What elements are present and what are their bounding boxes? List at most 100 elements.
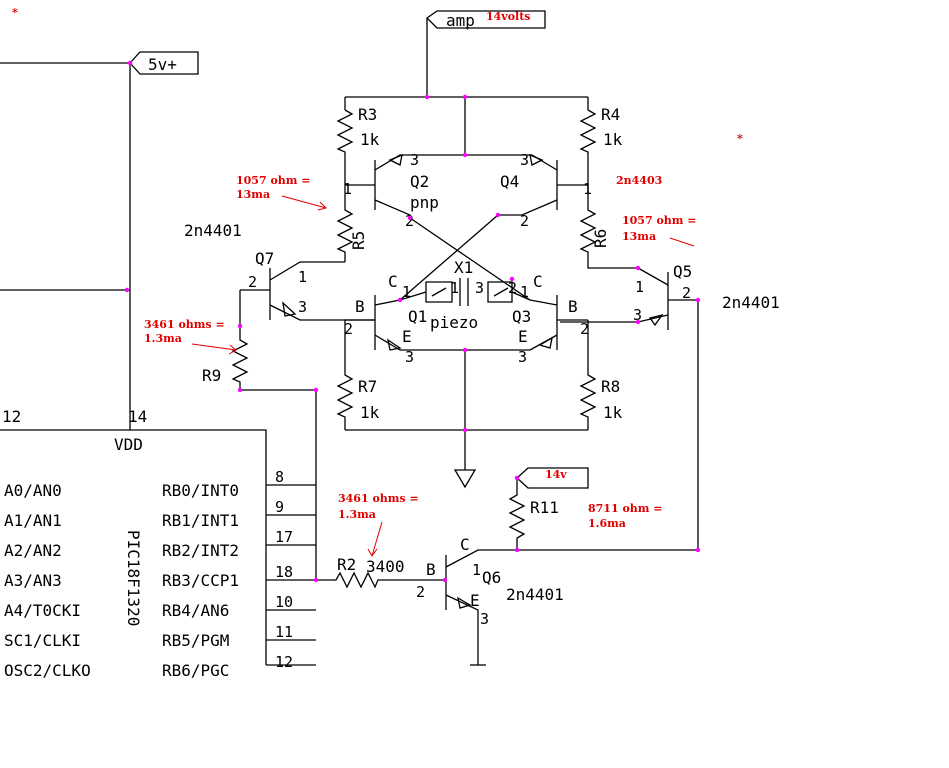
mcu-left-pin: OSC2/CLKO — [4, 661, 91, 680]
q2-pin2: 2 — [405, 212, 414, 230]
cross-coupling-wires — [399, 214, 531, 301]
mcu-part-vertical: PIC18F1320 — [124, 530, 143, 626]
q1-pin1: 1 — [402, 283, 411, 301]
ground-net — [345, 350, 588, 489]
amp-port-label: amp — [446, 11, 475, 30]
r3-resistor — [336, 109, 354, 185]
r2-value: 3400 — [366, 557, 405, 576]
q6-c-label: C — [460, 535, 470, 554]
r2-calc-line2: 1.3ma — [338, 508, 376, 521]
q1-pin2: 2 — [344, 320, 353, 338]
q3-name: Q3 — [512, 307, 531, 326]
mcu-left-pin: A3/AN3 — [4, 571, 62, 590]
piezo-pin2: 2 — [508, 279, 517, 297]
r4-name: R4 — [601, 105, 620, 124]
r6-calc-arrow — [669, 237, 695, 247]
q7-part: 2n4401 — [184, 221, 242, 240]
r2-resistor — [316, 571, 445, 589]
mcu-right-pin-name: RB5/PGM — [162, 631, 229, 650]
r6-resistor — [579, 185, 638, 269]
mcu-right-pin-name: RB3/CCP1 — [162, 571, 239, 590]
piezo-name: X1 — [454, 258, 473, 277]
mcu-left-pin: A4/T0CKI — [4, 601, 81, 620]
q4-transistor — [465, 153, 588, 216]
r9-calc-line1: 3461 ohms = — [144, 318, 225, 331]
q6-transistor — [445, 549, 698, 666]
q5-name: Q5 — [673, 262, 692, 281]
r8-value: 1k — [603, 403, 623, 422]
mcu-right-pin-name: RB4/AN6 — [162, 601, 229, 620]
r8-name: R8 — [601, 377, 620, 396]
q1-b-label: B — [355, 297, 365, 316]
r2-name: R2 — [337, 555, 356, 574]
q6-pin1: 1 — [472, 561, 481, 579]
q1-e-label: E — [402, 327, 412, 346]
mcu-right-pin-num: 11 — [275, 623, 293, 641]
q4-pin3: 3 — [520, 151, 529, 169]
q3-e-label: E — [518, 327, 528, 346]
mcu-right-pin-num: 8 — [275, 468, 284, 486]
mcu-right-pin-name: RB1/INT1 — [162, 511, 239, 530]
q5-part: 2n4401 — [722, 293, 780, 312]
q2-transistor — [345, 153, 465, 218]
r5-name: R5 — [349, 231, 368, 250]
mcu-left-pin: SC1/CLKI — [4, 631, 81, 650]
q3-pin3: 3 — [518, 348, 527, 366]
q6-pin2: 2 — [416, 583, 425, 601]
q7-name: Q7 — [255, 249, 274, 268]
r3-name: R3 — [358, 105, 377, 124]
r11-name: R11 — [530, 498, 559, 517]
mcu-left-pin: A1/AN1 — [4, 511, 62, 530]
q4-part-note: 2n4403 — [616, 174, 662, 187]
mcu-vdd-label: VDD — [114, 435, 143, 454]
r9-calc-line2: 1.3ma — [144, 332, 182, 345]
mcu-right-pin-num: 9 — [275, 498, 284, 516]
q3-transistor — [529, 295, 588, 351]
r9-name: R9 — [202, 366, 221, 385]
mcu-left-pin: A0/AN0 — [4, 481, 62, 500]
r7-value: 1k — [360, 403, 380, 422]
q5-pin2: 2 — [682, 284, 691, 302]
r9-calc-arrow — [191, 343, 237, 355]
supply-14v-label: 14v — [545, 468, 567, 481]
q1-c-label: C — [388, 272, 398, 291]
mcu-right-pins: RB0/INT0 RB1/INT1 RB2/INT2 RB3/CCP1 RB4/… — [162, 468, 293, 680]
mcu-right-pin-name: RB2/INT2 — [162, 541, 239, 560]
r2-calc-arrow — [367, 521, 383, 557]
supply-5v-net — [0, 51, 199, 430]
junction-dots — [124, 60, 701, 583]
star-mark-right: * — [737, 132, 743, 145]
mcu-right-pin-num: 10 — [275, 593, 293, 611]
mcu-right-pin-num: 17 — [275, 528, 293, 546]
r11-calc-line2: 1.6ma — [588, 517, 626, 530]
q6-e-label: E — [470, 591, 480, 610]
r5-calc-arrow — [281, 195, 327, 211]
supply-5v-label: 5v+ — [148, 55, 177, 74]
r3-value: 1k — [360, 130, 380, 149]
mcu-right-pin-name: RB6/PGC — [162, 661, 229, 680]
q7-pin1: 1 — [298, 268, 307, 286]
r4-value: 1k — [603, 130, 623, 149]
mcu-right-pin-num: 18 — [275, 563, 293, 581]
r5-calc-line2: 13ma — [236, 188, 270, 201]
q6-pin3: 3 — [480, 610, 489, 628]
r2-calc-line1: 3461 ohms = — [338, 492, 419, 505]
mcu-pin-12-left: 12 — [2, 407, 21, 426]
mcu-pin-14: 14 — [128, 407, 147, 426]
q5-pin1: 1 — [635, 278, 644, 296]
q4-pin2: 2 — [520, 212, 529, 230]
r7-resistor — [336, 320, 354, 430]
q3-pin2: 2 — [580, 320, 589, 338]
r4-resistor — [579, 109, 597, 185]
q2-type: pnp — [410, 193, 439, 212]
amp-supply-net — [344, 10, 589, 155]
q2-pin3: 3 — [410, 151, 419, 169]
q3-pin1: 1 — [520, 283, 529, 301]
r11-calc-line1: 8711 ohm = — [588, 502, 662, 515]
r5-calc-line1: 1057 ohm = — [236, 174, 310, 187]
q2-name: Q2 — [410, 172, 429, 191]
piezo-pin1: 1 — [450, 279, 459, 297]
mcu-left-pin: A2/AN2 — [4, 541, 62, 560]
star-mark-top-left: * — [12, 6, 18, 19]
